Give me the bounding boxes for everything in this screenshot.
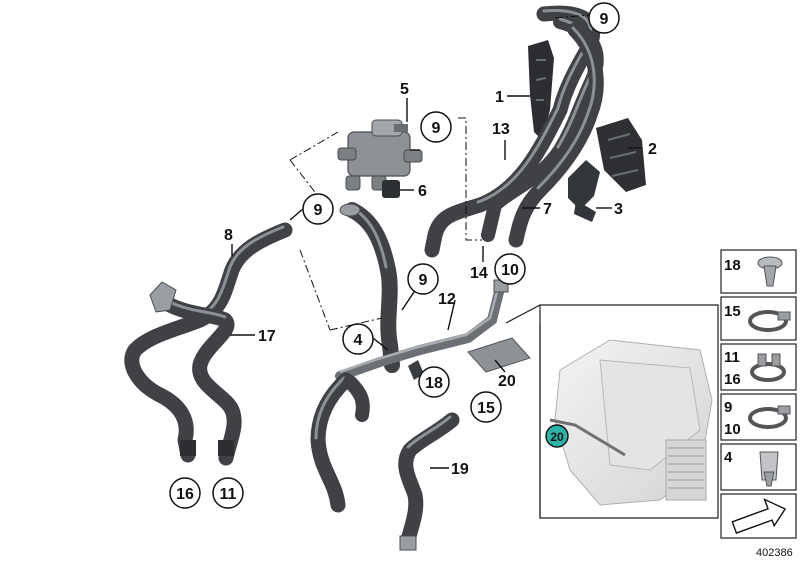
spring-clamp-icon — [750, 353, 786, 382]
connector-8-top — [149, 281, 177, 313]
label-20: 20 — [498, 373, 516, 390]
label-13: 13 — [492, 121, 510, 138]
label-2: 2 — [648, 141, 657, 158]
callout-20-inset: 20 — [545, 424, 569, 448]
expanding-nut-icon — [759, 451, 779, 487]
bracket-1 — [528, 40, 554, 140]
push-rivet-icon — [757, 256, 783, 287]
label-3: 3 — [614, 201, 623, 218]
label-5: 5 — [400, 81, 409, 98]
svg-text:9: 9 — [432, 120, 441, 137]
callout-18: 18 — [418, 366, 450, 398]
svg-text:20: 20 — [550, 430, 564, 444]
hose-4 — [339, 202, 400, 373]
legend-num-a-3: 9 — [724, 399, 732, 416]
callout-9-valve: 9 — [420, 111, 452, 143]
svg-text:15: 15 — [477, 400, 495, 417]
label-1: 1 — [495, 89, 504, 106]
label-7: 7 — [543, 201, 552, 218]
label-12: 12 — [438, 291, 456, 308]
legend-panel: 18 15 11 16 9 10 4 — [720, 249, 797, 539]
hose-8 — [124, 222, 293, 463]
legend-num-a-1: 15 — [724, 303, 741, 320]
inset-panel — [505, 304, 719, 519]
hose-clamp-icon — [748, 405, 791, 429]
callout-9-center: 9 — [407, 263, 439, 295]
foam-pad-20 — [467, 337, 531, 373]
callout-9-top: 9 — [588, 2, 620, 34]
clip-6 — [382, 180, 400, 198]
callout-16: 16 — [169, 477, 201, 509]
svg-text:4: 4 — [354, 332, 363, 349]
callout-4: 4 — [342, 323, 374, 355]
bracket-2 — [596, 118, 646, 192]
legend-num-a-4: 4 — [724, 449, 733, 466]
legend-num-b-2: 16 — [724, 371, 741, 388]
label-8: 8 — [224, 227, 233, 244]
hose-end-11 — [218, 440, 234, 456]
callout-9-left: 9 — [302, 193, 334, 225]
diagram-number: 402386 — [756, 547, 793, 559]
legend-num-a-0: 18 — [724, 257, 741, 274]
arrow-icon — [731, 498, 787, 534]
svg-text:11: 11 — [220, 486, 237, 503]
legend-num-b-3: 10 — [724, 421, 741, 438]
hose-clamp-icon — [748, 310, 791, 332]
svg-text:18: 18 — [425, 375, 443, 392]
svg-text:16: 16 — [176, 486, 194, 503]
callout-11: 11 — [212, 477, 244, 509]
svg-text:9: 9 — [600, 11, 609, 28]
clip-3 — [568, 160, 600, 222]
svg-text:9: 9 — [419, 272, 428, 289]
callout-15: 15 — [470, 391, 502, 423]
hose-end-16 — [180, 440, 196, 456]
svg-text:9: 9 — [314, 202, 323, 219]
valve-5 — [337, 119, 423, 191]
hose-19 — [398, 412, 460, 551]
callout-10: 10 — [494, 253, 526, 285]
label-17: 17 — [258, 328, 276, 345]
legend-num-a-2: 11 — [724, 349, 740, 366]
label-19: 19 — [451, 461, 469, 478]
hose-17 — [162, 297, 242, 466]
label-6: 6 — [418, 183, 427, 200]
label-14: 14 — [470, 265, 488, 282]
hose-7 — [508, 22, 604, 248]
hose-12-lower — [310, 372, 370, 513]
svg-text:10: 10 — [501, 262, 519, 279]
